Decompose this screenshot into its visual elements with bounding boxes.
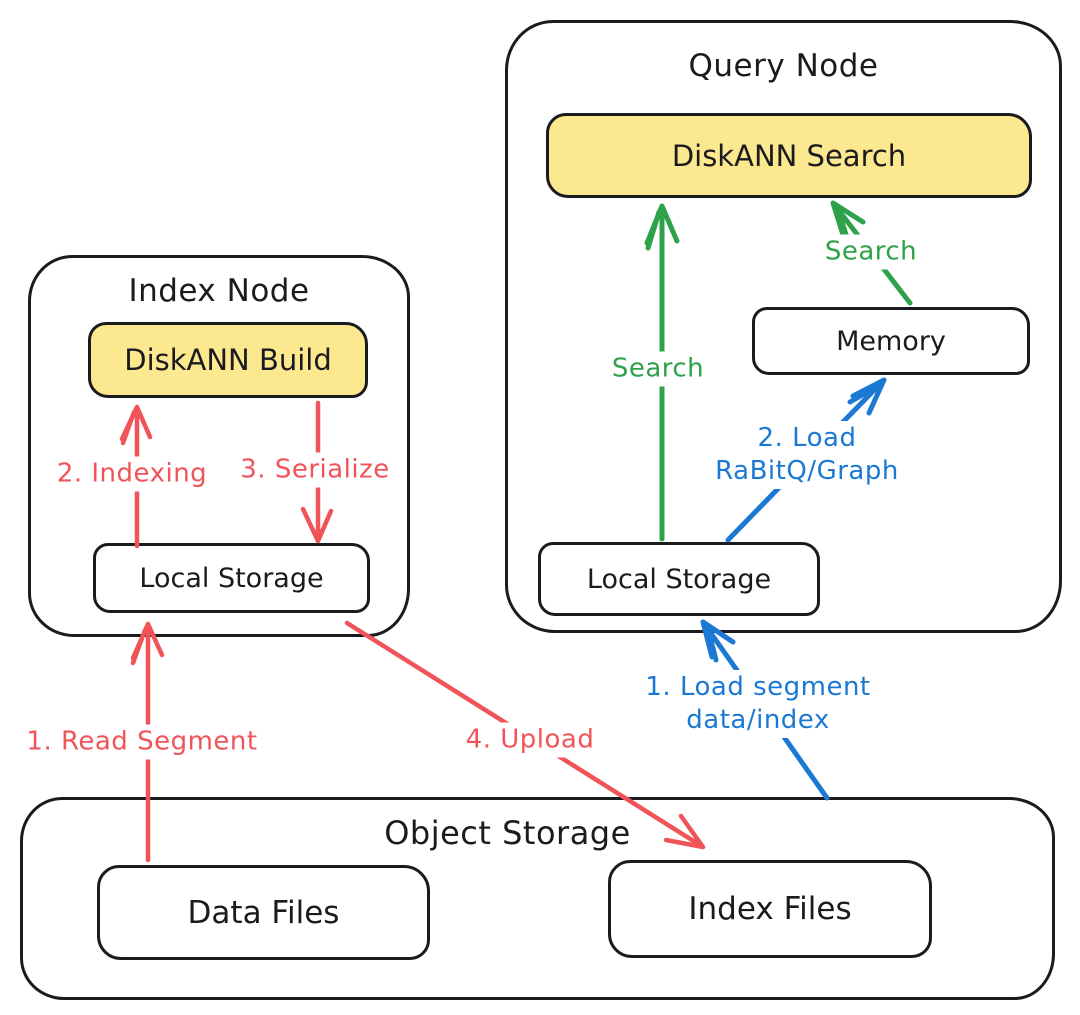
load-segment-label: 1. Load segment data/index — [639, 670, 877, 738]
load-rabitq-label-line2: RaBitQ/Graph — [715, 456, 899, 486]
index-local-storage-label: Local Storage — [139, 562, 324, 594]
data-files-label: Data Files — [187, 894, 340, 931]
object-storage-title: Object Storage — [384, 814, 631, 852]
index-files-label: Index Files — [688, 891, 852, 927]
query-local-storage-label: Local Storage — [586, 563, 772, 595]
memory-label: Memory — [836, 325, 946, 357]
index-files-node: Index Files — [608, 860, 932, 958]
diskann-build-node: DiskANN Build — [88, 322, 368, 398]
search-disk-label: Search — [605, 351, 711, 387]
serialize-label: 3. Serialize — [234, 452, 396, 488]
diskann-build-label: DiskANN Build — [124, 343, 332, 377]
load-rabitq-label: 2. Load RaBitQ/Graph — [709, 421, 905, 489]
load-rabitq-label-line1: 2. Load — [757, 423, 857, 453]
search-memory-label: Search — [818, 234, 924, 270]
index-node-title: Index Node — [128, 273, 310, 309]
diskann-search-node: DiskANN Search — [546, 113, 1032, 198]
diskann-search-label: DiskANN Search — [671, 138, 907, 173]
load-segment-label-line1: 1. Load segment — [645, 672, 871, 702]
load-segment-label-line2: data/index — [686, 705, 830, 735]
query-node-title: Query Node — [688, 48, 879, 84]
index-local-storage-node: Local Storage — [93, 543, 370, 613]
indexing-label: 2. Indexing — [50, 456, 214, 492]
read-segment-label: 1. Read Segment — [20, 724, 264, 760]
memory-node: Memory — [752, 307, 1030, 375]
data-files-node: Data Files — [97, 865, 430, 960]
upload-label: 4. Upload — [459, 722, 601, 758]
query-local-storage-node: Local Storage — [538, 542, 820, 616]
